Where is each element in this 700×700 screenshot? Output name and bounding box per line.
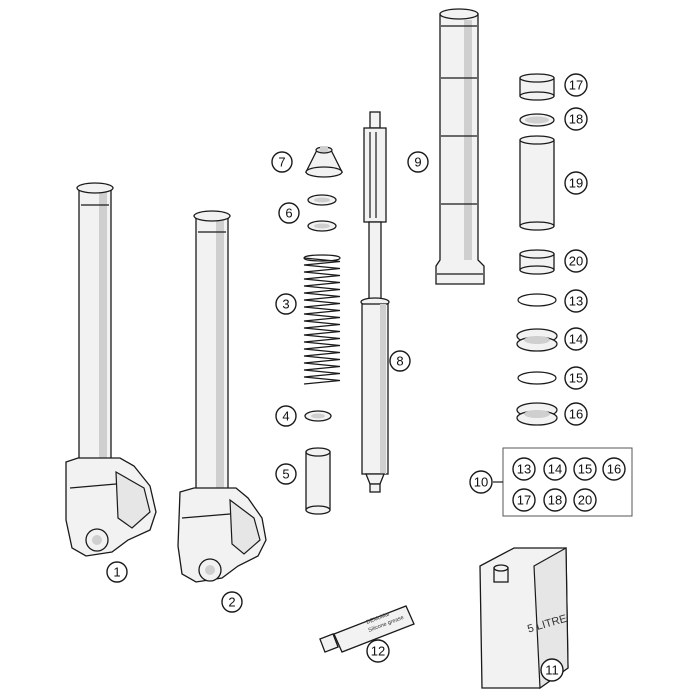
ring-18 <box>519 113 555 127</box>
kit-item-label: 16 <box>607 462 621 477</box>
callout-label: 15 <box>569 371 583 386</box>
sleeve-19 <box>519 135 555 231</box>
dust-wiper-16 <box>516 402 558 426</box>
callout-14: 14 <box>564 327 588 351</box>
callout-label: 1 <box>113 565 120 580</box>
kit-item-label: 18 <box>548 493 562 508</box>
callout-label: 20 <box>569 254 583 269</box>
callout-3: 3 <box>275 293 297 315</box>
callout-label: 11 <box>545 663 559 678</box>
washer-6 <box>307 194 337 232</box>
callout-label: 2 <box>228 595 235 610</box>
callout-label: 14 <box>569 332 583 347</box>
callout-19: 19 <box>564 171 588 195</box>
callout-4: 4 <box>275 405 297 427</box>
fork-leg-1 <box>65 182 157 557</box>
callout-15: 15 <box>564 366 588 390</box>
kit-item-label: 20 <box>578 493 592 508</box>
callout-16: 16 <box>564 402 588 426</box>
kit-item: 18 <box>543 488 567 512</box>
kit-item: 17 <box>512 488 536 512</box>
callout-9: 9 <box>407 151 429 173</box>
callout-1: 1 <box>106 561 128 583</box>
fork-leg-2 <box>177 210 267 583</box>
kit-item-label: 17 <box>517 493 531 508</box>
callout-5: 5 <box>275 463 297 485</box>
cartridge-8 <box>360 111 390 493</box>
callout-12: 12 <box>366 639 390 663</box>
bushing-20 <box>519 249 555 275</box>
circlip-15 <box>517 371 557 385</box>
callout-label: 17 <box>569 78 583 93</box>
kit-item: 20 <box>573 488 597 512</box>
callout-label: 19 <box>569 176 583 191</box>
callout-label: 10 <box>474 475 488 490</box>
kit-item-label: 13 <box>517 462 531 477</box>
kit-item-label: 14 <box>548 462 562 477</box>
seal-kit-contents: 13 14 15 16 17 18 20 <box>512 457 626 512</box>
callout-2: 2 <box>221 591 243 613</box>
oil-can-11: 5 LITRE <box>479 546 569 690</box>
callout-20: 20 <box>564 249 588 273</box>
callout-label: 4 <box>282 409 289 424</box>
kit-item-label: 15 <box>578 462 592 477</box>
callout-label: 3 <box>282 297 289 312</box>
kit-item: 15 <box>573 457 597 481</box>
callout-6: 6 <box>278 202 300 224</box>
callout-label: 7 <box>278 155 285 170</box>
callout-17: 17 <box>564 73 588 97</box>
callout-11: 11 <box>540 658 564 682</box>
callout-label: 5 <box>282 467 289 482</box>
grease-tube-12: DEMoMar Silicone grease <box>319 605 415 653</box>
spring-3 <box>303 254 341 385</box>
callout-7: 7 <box>271 151 293 173</box>
bushing-17 <box>519 73 555 101</box>
callout-label: 18 <box>569 112 583 127</box>
callout-10: 10 <box>469 470 493 494</box>
spacer-tube-5 <box>305 447 331 515</box>
callout-label: 13 <box>569 294 583 309</box>
callout-18: 18 <box>564 107 588 131</box>
kit-item: 14 <box>543 457 567 481</box>
kit-item: 16 <box>602 457 626 481</box>
fork-cap-7 <box>304 146 344 178</box>
callout-label: 8 <box>396 354 403 369</box>
seal-14 <box>516 328 558 352</box>
callout-label: 6 <box>285 206 292 221</box>
kit-item: 13 <box>512 457 536 481</box>
outer-tube-9 <box>435 8 485 285</box>
callout-label: 9 <box>414 155 421 170</box>
callout-13: 13 <box>564 289 588 313</box>
callout-8: 8 <box>389 350 411 372</box>
circlip-13 <box>517 293 557 307</box>
callout-label: 12 <box>371 644 385 659</box>
washer-4 <box>304 410 332 422</box>
callout-label: 16 <box>569 407 583 422</box>
